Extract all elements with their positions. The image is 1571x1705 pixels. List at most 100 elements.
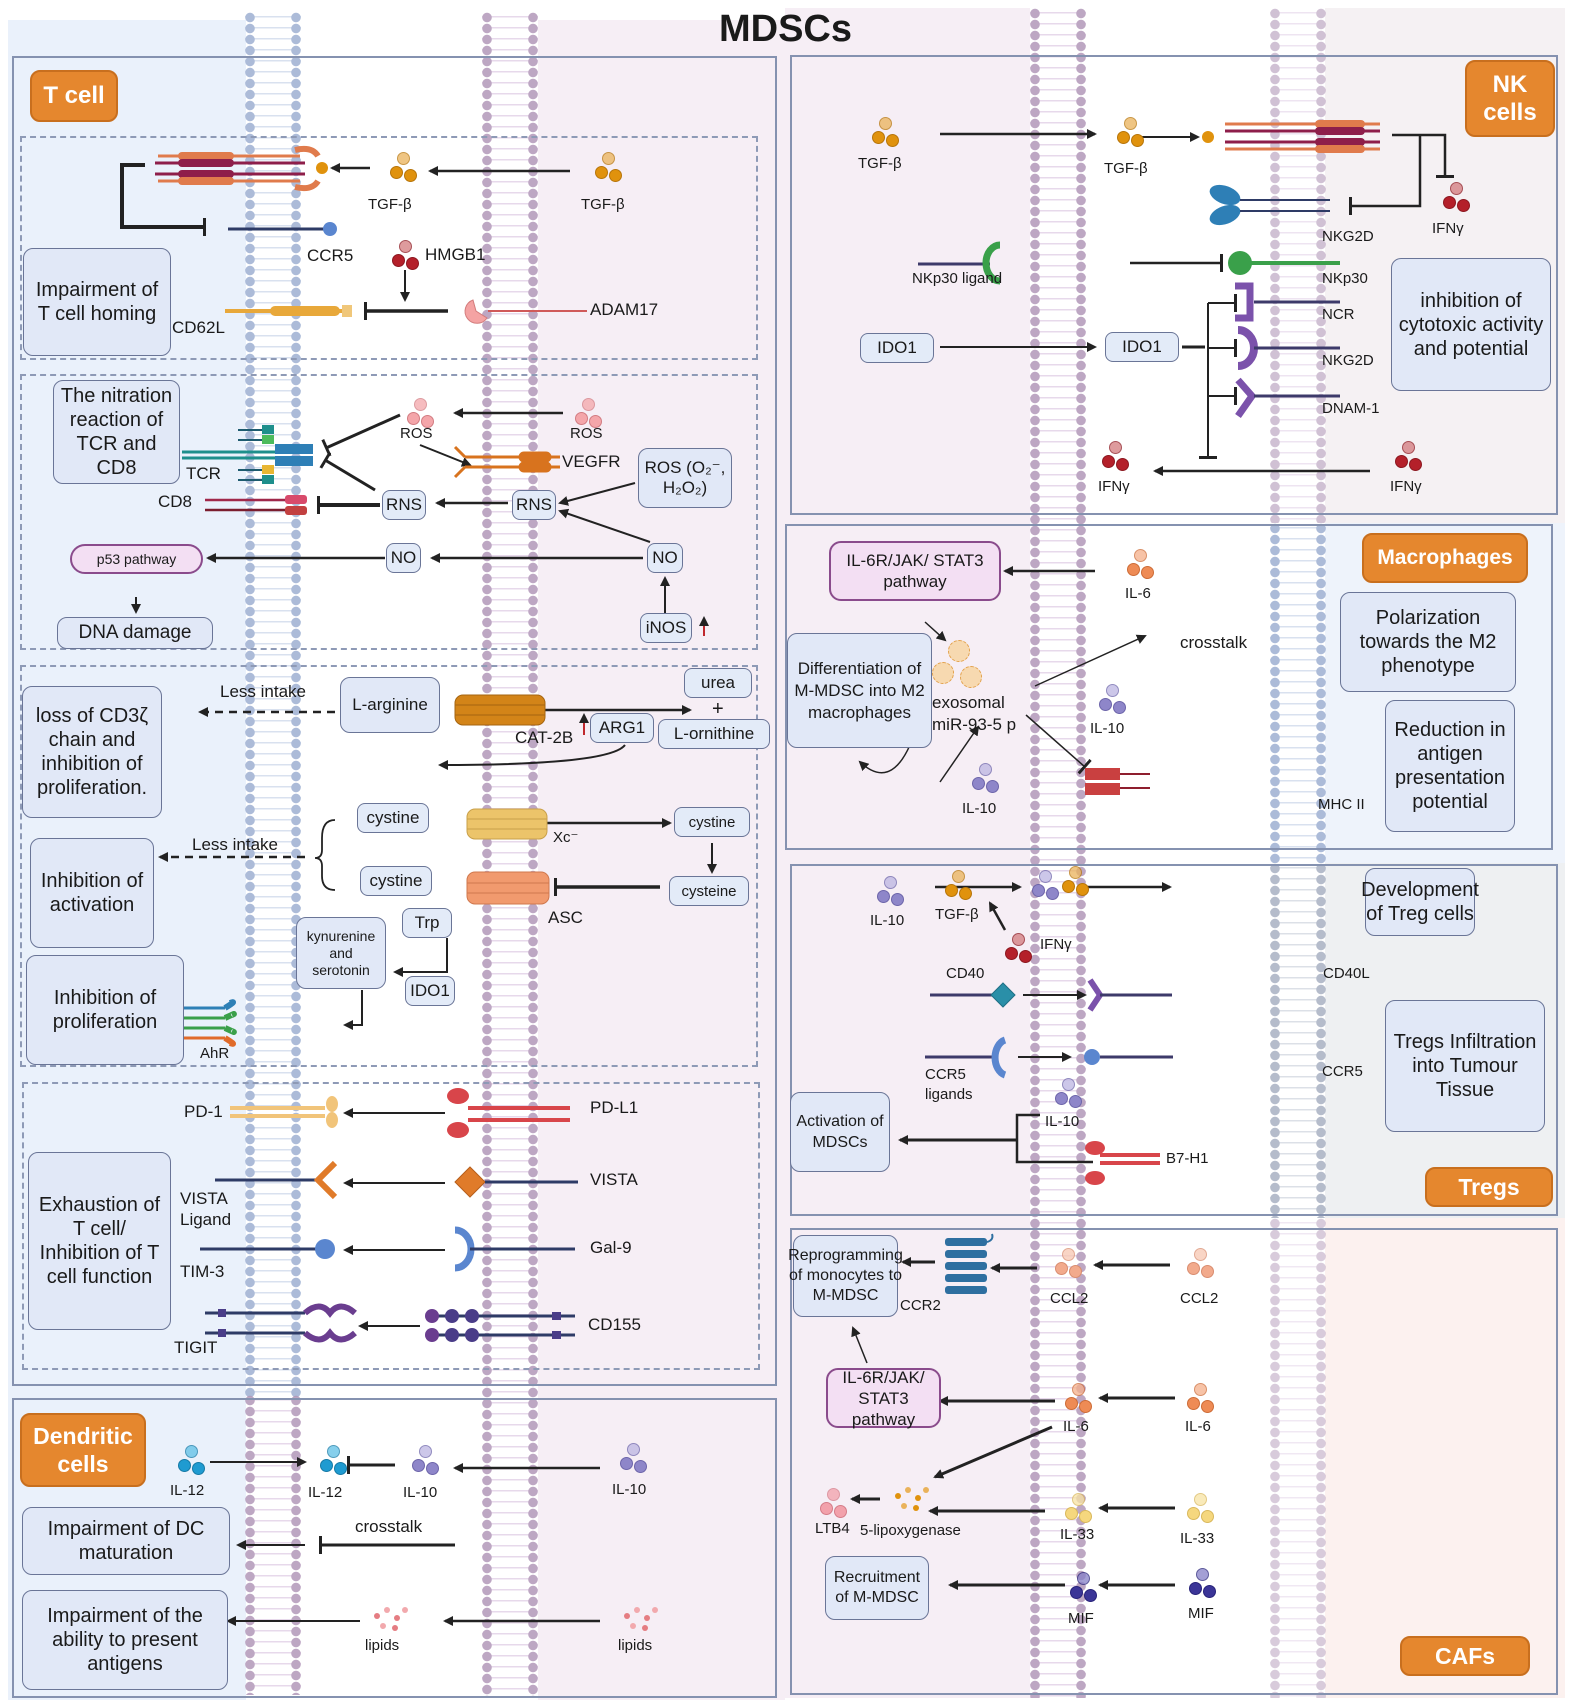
homing-subpanel [20,136,758,360]
tgf-beta-molecule [1060,866,1090,896]
gal9-molecule [454,1226,575,1272]
label-ccr5: CCR5 [307,246,354,265]
cd155-molecule [425,1309,575,1342]
no-outer: NO [647,543,683,573]
mif-molecule [1187,1568,1217,1598]
tgf-beta-molecule [1115,117,1145,147]
il10-molecule [875,876,905,906]
label-b7h1: B7-H1 [1166,1150,1209,1167]
cat2b-transporter [454,694,546,726]
outcome-inhibition-activation: Inhibition of activation [30,838,154,948]
label-ros-inner: ROS [400,425,433,442]
arrow-pathway-exosome [924,621,947,642]
ifn-gamma-molecule [1100,441,1130,471]
label-ahr: AhR [200,1045,230,1062]
caf-membrane [1270,1218,1326,1698]
ncr-receptor [1235,282,1340,322]
mac-membrane [1270,523,1326,863]
nk-tgf-receptor [1202,120,1380,153]
l-arginine-box: L-arginine [340,677,440,733]
label-cd40l: CD40L [1323,965,1370,982]
il6-molecule [1185,1383,1215,1413]
arrow-crosstalk-polar [1034,634,1147,687]
arrow-exosome-diff [858,744,911,774]
cysteine-box: cysteine [669,876,749,906]
outcome-inhibition-proliferation: Inhibition of proliferation [26,955,184,1065]
label-nk-ifn-top: IFNγ [1432,220,1464,237]
label-lipids-b: lipids [618,1637,653,1654]
label-ccl2-b: CCL2 [1180,1290,1219,1307]
arrow-il10-cross [939,725,980,783]
il6-molecule [1125,549,1155,579]
label-less-intake-2: Less intake [192,835,278,854]
label-ccl2-a: CCL2 [1050,1290,1089,1307]
label-tcr: TCR [186,464,221,483]
caf-bg-right [1325,1218,1565,1698]
label-il33-b: IL-33 [1180,1530,1215,1547]
urea-box: urea [684,668,752,698]
label-ncr: NCR [1322,306,1355,323]
label-vegfr: VEGFR [562,452,621,471]
outcome-nk-cytotoxic: inhibition of cytotoxic activity and pot… [1391,258,1551,391]
dnam1-receptor [1235,377,1340,419]
mdsc-bg-left [538,20,785,1700]
ifn-gamma-molecule [1393,441,1423,471]
xc-transporter [466,808,548,840]
vegfr-receptor [453,445,560,479]
tigit-receptor [205,1303,357,1343]
pdl1-ligand [447,1088,570,1138]
exosome-icon [960,666,982,688]
label-il33-a: IL-33 [1060,1526,1095,1543]
label-nkp30: NKp30 [1322,270,1368,287]
treg-membrane [1270,863,1326,1218]
inhibit-rns-tcr [319,451,376,492]
outcome-cd3-loss: loss of CD3ζ chain and inhibition of pro… [22,686,162,818]
ccr5-receptor [228,222,337,236]
cd40l-receptor [1087,978,1172,1012]
asc-transporter [466,871,550,905]
ifn-gamma-molecule [1003,933,1033,963]
label-pdl1: PD-L1 [590,1098,639,1117]
label-ccr2: CCR2 [900,1297,941,1314]
ltb4-molecule [818,1488,848,1518]
brace-cystine [314,819,336,891]
inos-box: iNOS [640,613,692,643]
label-tim3: TIM-3 [180,1262,225,1281]
label-mac-crosstalk: crosstalk [1180,633,1248,652]
outcome-m-mdsc-recruitment: Recruitment of M-MDSC [825,1556,929,1620]
cd40-molecule [930,982,1016,1008]
nkp30-ligand-molecule [918,241,1001,285]
arg1-box: ARG1 [590,713,654,743]
tag-dendritic-cells: Dendritic cells [20,1413,146,1487]
cd62l-receptor [225,305,352,317]
arrow-trp-kyn [393,938,448,977]
nk-membrane [1270,8,1326,523]
tag-t-cell: T cell [30,70,118,122]
il10-molecule [410,1445,440,1475]
label-nkp30-ligand: NKp30 ligand [912,270,1003,287]
il6-molecule [1063,1383,1093,1413]
label-il10-a: IL-10 [403,1484,438,1501]
tgf-beta-molecule [943,870,973,900]
il12-molecule [176,1445,206,1475]
adam17-enzyme [464,299,587,324]
ccr5-ligand-molecule [925,1036,1007,1079]
exosome-icon [948,640,970,662]
cafs-panel [790,1228,1558,1695]
ros-molecule [573,398,603,428]
label-mif-a: MIF [1068,1610,1094,1627]
ido1-box: IDO1 [405,976,455,1006]
il10-molecule [970,763,1000,793]
tgf-receptor-left [155,145,328,192]
arrow-ifn-up [988,901,1007,931]
inhibit-il10-mhc [1025,714,1092,775]
tag-macrophages: Macrophages [1362,533,1528,583]
label-hmgb1: HMGB1 [425,245,486,264]
nkp30-receptor [1228,251,1340,275]
label-treg-ccr5: CCR5 [1322,1063,1363,1080]
outcome-exhaustion: Exhaustion of T cell/ Inhibition of T ce… [28,1152,171,1330]
ros-species-box: ROS (O₂⁻, H₂O₂) [638,448,732,508]
label-xc: Xc⁻ [553,829,579,846]
hmgb1-molecule [390,240,420,270]
